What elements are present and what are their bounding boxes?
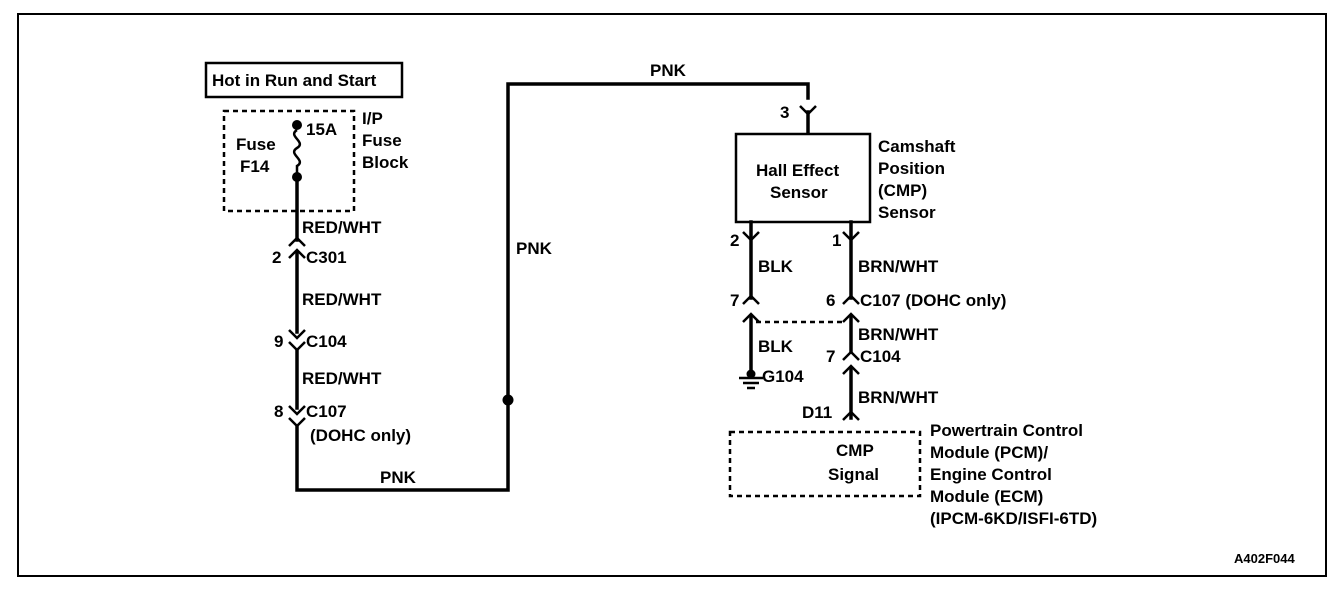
wire-pnk-splice [502,394,514,406]
pcm-module-outline [728,430,922,498]
connector-c104r-icon [842,350,860,375]
wire-label-pnk-top: PNK [650,61,687,80]
sensor-pin-2-label: 2 [730,231,739,250]
diagram-frame [17,13,1327,577]
connector-c107-pin: 8 [274,402,283,421]
fuse-block-outline [222,109,356,213]
wire-label-brn-wht-3: BRN/WHT [858,388,939,407]
sensor-name-1: Camshaft [878,137,956,156]
connector-c107-note: (DOHC only) [310,426,411,445]
wire-label-red-wht-3: RED/WHT [302,369,382,388]
figure-id: A402F044 [1234,551,1295,566]
connector-c107r-lower-left-icon [742,312,760,323]
pcm-inner-2: Signal [828,465,879,484]
connector-c107r-label: C107 (DOHC only) [860,291,1006,310]
connector-c107r-pin-left: 7 [730,291,739,310]
connector-c107-label: C107 [306,402,347,421]
connector-c107r-pin-right: 6 [826,291,835,310]
connector-c104r-label: C104 [860,347,901,366]
pcm-name-1: Powertrain Control [930,421,1083,440]
connector-c104-pin: 9 [274,332,283,351]
wire-pnk [295,82,810,492]
pcm-name-5: (IPCM-6KD/ISFI-6TD) [930,509,1097,528]
pcm-pin-label: D11 [802,403,832,422]
ground-label: G104 [762,367,804,386]
connector-c301-pin: 2 [272,248,281,267]
fuse-block-label-2: Fuse [362,131,402,150]
ground-icon [739,376,763,390]
pcm-name-3: Engine Control [930,465,1052,484]
fuse-terminal-bottom [292,172,302,182]
fuse-block-label-1: I/P [362,109,383,128]
fuse-element-icon [292,128,302,176]
fuse-label-2: F14 [240,157,270,176]
pcm-name-4: Module (ECM) [930,487,1043,506]
pcm-name-2: Module (PCM)/ [930,443,1048,462]
sensor-pin-1-label: 1 [832,231,841,250]
power-source-label: Hot in Run and Start [212,71,377,90]
sensor-name-2: Position [878,159,945,178]
wire-label-brn-wht-1: BRN/WHT [858,257,939,276]
wire-label-blk-1: BLK [758,257,794,276]
pcm-pin-d11-icon [842,410,860,421]
sensor-inner-1: Hall Effect [756,161,839,180]
fuse-block-label-3: Block [362,153,409,172]
wire-label-brn-wht-2: BRN/WHT [858,325,939,344]
sensor-name-3: (CMP) [878,181,927,200]
wire-label-pnk-mid: PNK [516,239,553,258]
connector-c104r-pin: 7 [826,347,835,366]
sensor-inner-2: Sensor [770,183,828,202]
wire-label-red-wht-2: RED/WHT [302,290,382,309]
wire-label-pnk-bottom: PNK [380,468,417,487]
power-source-box [204,61,404,99]
connector-c301-label: C301 [306,248,347,267]
sensor-name-4: Sensor [878,203,936,222]
sensor-pin-3-label: 3 [780,103,789,122]
ground-splice [746,369,756,379]
wire-label-red-wht-1: RED/WHT [302,218,382,237]
fuse-terminal-top [292,120,302,130]
fuse-label-1: Fuse [236,135,276,154]
hall-effect-sensor-box [734,132,872,224]
wire-label-blk-2: BLK [758,337,794,356]
connector-c107r-lower-right-icon [842,312,860,323]
fuse-rating: 15A [306,120,337,139]
pcm-inner-1: CMP [836,441,874,460]
connector-c107r-left-icon [742,294,760,305]
connector-c301-icon [288,236,306,259]
connector-c104-label: C104 [306,332,347,351]
connector-c107r-right-icon [842,294,860,305]
